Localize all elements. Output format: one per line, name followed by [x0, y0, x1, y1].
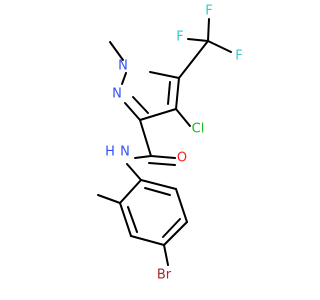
- bonds: [97, 18, 232, 266]
- atom-amide-n: N: [120, 145, 130, 160]
- bond-c5-cf3: [178, 40, 209, 79]
- bond-ar2-ar3: [119, 202, 132, 237]
- bond-n2-n1: [121, 72, 127, 85]
- bond-ar1-ar2: [119, 179, 142, 204]
- atom-amide-h: H: [105, 145, 115, 160]
- atom-n1: N: [118, 59, 128, 74]
- bond-carbonyl-n: [134, 155, 152, 159]
- bond-c3-n2: [124, 102, 141, 121]
- atom-f-right: F: [235, 49, 242, 64]
- atom-br: Br: [157, 268, 172, 283]
- bond-c3-carbonyl: [139, 119, 152, 157]
- bond-c4-c3: [139, 108, 177, 121]
- bond-ar2-methyl: [97, 194, 121, 204]
- atom-labels: F F F N N Cl O H N Br: [105, 4, 243, 283]
- bond-carbonyl-o-double: [148, 162, 176, 166]
- atom-f-top: F: [205, 4, 212, 19]
- bond-ar4-br: [163, 244, 169, 266]
- bond-c5-c4: [175, 77, 180, 110]
- bond-cf3-f-right: [207, 40, 232, 53]
- atom-f-left: F: [176, 30, 183, 45]
- bond-ar6-ar1-double: [144, 187, 171, 196]
- bond-ar5-ar6: [175, 188, 188, 223]
- molecule-structure-diagram: F F F N N Cl O H N Br: [97, 4, 243, 283]
- bond-n-aryl: [126, 163, 142, 181]
- bond-cf3-f-left: [187, 38, 209, 42]
- bond-c3-n2-double: [132, 96, 149, 114]
- bond-ar4-ar5: [163, 221, 188, 246]
- bond-ar6-ar1: [140, 179, 177, 190]
- bond-c5-c4-double: [167, 81, 171, 105]
- atom-cl: Cl: [192, 122, 205, 137]
- bond-ar2-ar3-double: [127, 206, 138, 233]
- bond-c4-cl: [175, 108, 191, 127]
- bond-n1-c5: [149, 71, 180, 79]
- atom-n2: N: [112, 87, 122, 102]
- atom-o: O: [177, 151, 187, 166]
- bond-cf3-f-top: [207, 18, 210, 42]
- bond-n1-methyl: [109, 41, 124, 61]
- bond-carbonyl-o: [150, 155, 176, 159]
- bond-ar3-ar4: [130, 235, 165, 246]
- bond-ar4-ar5-double: [162, 218, 181, 238]
